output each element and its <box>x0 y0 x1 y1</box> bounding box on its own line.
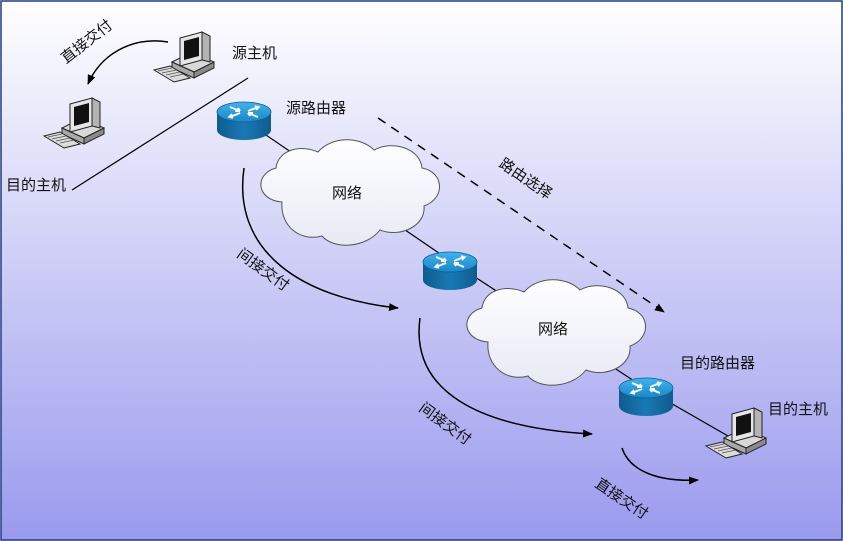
direct-delivery-arrow-bottom <box>621 447 699 485</box>
lan-line <box>71 77 249 191</box>
source-host-label: 源主机 <box>232 44 277 62</box>
network-label-2: 网络 <box>538 320 568 338</box>
indirect-delivery-arrow-2 <box>418 317 593 438</box>
dest-host-label-left: 目的主机 <box>6 176 66 194</box>
router-icon <box>618 377 674 417</box>
router-icon <box>216 101 272 141</box>
network-label-1: 网络 <box>332 184 362 202</box>
cloud-icon <box>466 279 646 386</box>
router-icon <box>422 251 478 291</box>
cloud-icon <box>260 139 440 246</box>
indirect-delivery-arrow-1 <box>241 167 399 312</box>
direct-delivery-arrow-top <box>87 40 169 85</box>
dest-router-label: 目的路由器 <box>680 354 755 372</box>
dest-host-label-right: 目的主机 <box>768 400 828 418</box>
source-router-label: 源路由器 <box>286 99 346 117</box>
